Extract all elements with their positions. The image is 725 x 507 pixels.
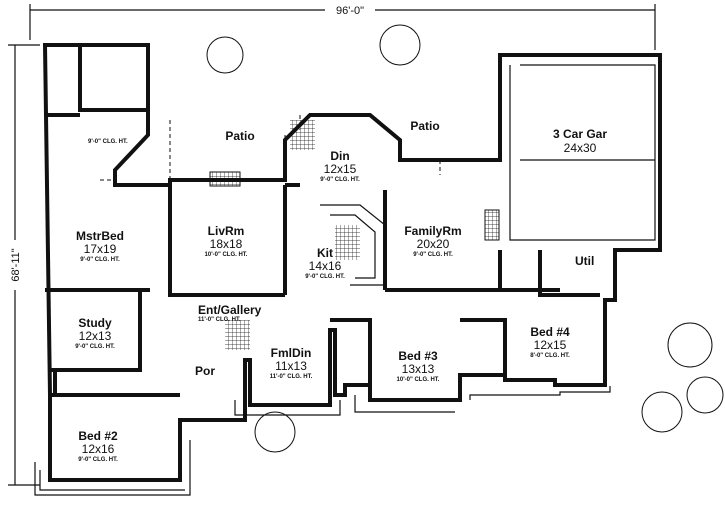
room-garage: 3 Car Gar 24x30 <box>553 127 607 155</box>
room-entgallery: Ent/Gallery 11'-0" CLG. HT. <box>198 303 262 323</box>
svg-text:9'-0" CLG. HT.: 9'-0" CLG. HT. <box>305 274 345 280</box>
svg-text:FamilyRm: FamilyRm <box>404 224 461 238</box>
svg-text:Bed #3: Bed #3 <box>398 349 438 363</box>
svg-text:24x30: 24x30 <box>564 141 597 155</box>
svg-text:LivRm: LivRm <box>208 224 245 238</box>
svg-text:9'-0" CLG. HT.: 9'-0" CLG. HT. <box>320 177 360 183</box>
room-fmldin: FmlDin 11x13 11'-0" CLG. HT. <box>270 346 313 380</box>
svg-text:68'-11": 68'-11" <box>10 248 22 281</box>
width-dimension: 96'-0" <box>29 3 656 50</box>
svg-text:11'-0" CLG. HT.: 11'-0" CLG. HT. <box>270 374 313 380</box>
patio-right-label: Patio <box>410 119 439 133</box>
svg-text:12x15: 12x15 <box>324 162 357 176</box>
tile-floor <box>335 225 360 260</box>
room-bed2: Bed #2 12x16 9'-0" CLG. HT. <box>78 429 118 463</box>
util-label: Util <box>575 254 594 268</box>
svg-text:20x20: 20x20 <box>417 237 450 251</box>
svg-text:9'-0" CLG. HT.: 9'-0" CLG. HT. <box>75 344 115 350</box>
svg-text:12x15: 12x15 <box>534 338 567 352</box>
room-bed4: Bed #4 12x15 8'-0" CLG. HT. <box>530 325 570 359</box>
tree-icon <box>206 24 724 453</box>
depth-dimension: 68'-11" <box>8 44 40 486</box>
svg-text:10'-0" CLG. HT.: 10'-0" CLG. HT. <box>205 252 248 258</box>
svg-text:Bed #4: Bed #4 <box>530 325 570 339</box>
svg-text:13x13: 13x13 <box>402 362 435 376</box>
svg-text:9'-0" CLG. HT.: 9'-0" CLG. HT. <box>413 252 453 258</box>
svg-text:14x16: 14x16 <box>309 259 342 273</box>
svg-text:MstrBed: MstrBed <box>76 229 124 243</box>
porch-label: Por <box>195 364 215 378</box>
svg-text:8'-0" CLG. HT.: 8'-0" CLG. HT. <box>530 353 570 359</box>
svg-text:Study: Study <box>78 316 112 330</box>
svg-text:18x18: 18x18 <box>210 237 243 251</box>
room-bed3: Bed #3 13x13 10'-0" CLG. HT. <box>397 349 440 383</box>
svg-text:11x13: 11x13 <box>275 359 307 373</box>
tile-floor <box>225 320 250 350</box>
svg-text:11'-0" CLG. HT.: 11'-0" CLG. HT. <box>198 317 241 323</box>
kitchen-counter <box>320 204 386 286</box>
svg-text:Kit: Kit <box>317 246 333 260</box>
room-livrm: LivRm 18x18 10'-0" CLG. HT. <box>205 224 248 258</box>
svg-text:9'-0" CLG. HT.: 9'-0" CLG. HT. <box>80 257 120 263</box>
svg-text:FmlDin: FmlDin <box>271 346 312 360</box>
fireplace-livrm <box>209 171 241 187</box>
svg-text:17x19: 17x19 <box>84 242 117 256</box>
svg-text:10'-0" CLG. HT.: 10'-0" CLG. HT. <box>397 377 440 383</box>
room-study: Study 12x13 9'-0" CLG. HT. <box>75 316 115 350</box>
svg-text:12x13: 12x13 <box>79 329 112 343</box>
tile-floor <box>290 120 315 150</box>
room-familyrm: FamilyRm 20x20 9'-0" CLG. HT. <box>404 224 461 258</box>
room-mstrbed: MstrBed 17x19 9'-0" CLG. HT. <box>76 229 124 263</box>
svg-text:3 Car Gar: 3 Car Gar <box>553 127 607 141</box>
room-kit: Kit 14x16 9'-0" CLG. HT. <box>305 246 345 280</box>
svg-text:Din: Din <box>330 149 349 163</box>
patio-left-label: Patio <box>225 129 254 143</box>
svg-text:Ent/Gallery: Ent/Gallery <box>198 303 262 317</box>
svg-text:96'-0": 96'-0" <box>336 5 364 17</box>
fireplace-familyrm <box>484 209 500 241</box>
svg-text:9'-0" CLG. HT.: 9'-0" CLG. HT. <box>78 457 118 463</box>
svg-text:Bed #2: Bed #2 <box>78 429 118 443</box>
mbath-clg-label: 9'-0" CLG. HT. <box>88 139 128 145</box>
exterior-walls <box>34 43 662 496</box>
svg-text:12x16: 12x16 <box>82 442 115 456</box>
room-din: Din 12x15 9'-0" CLG. HT. <box>320 149 360 183</box>
